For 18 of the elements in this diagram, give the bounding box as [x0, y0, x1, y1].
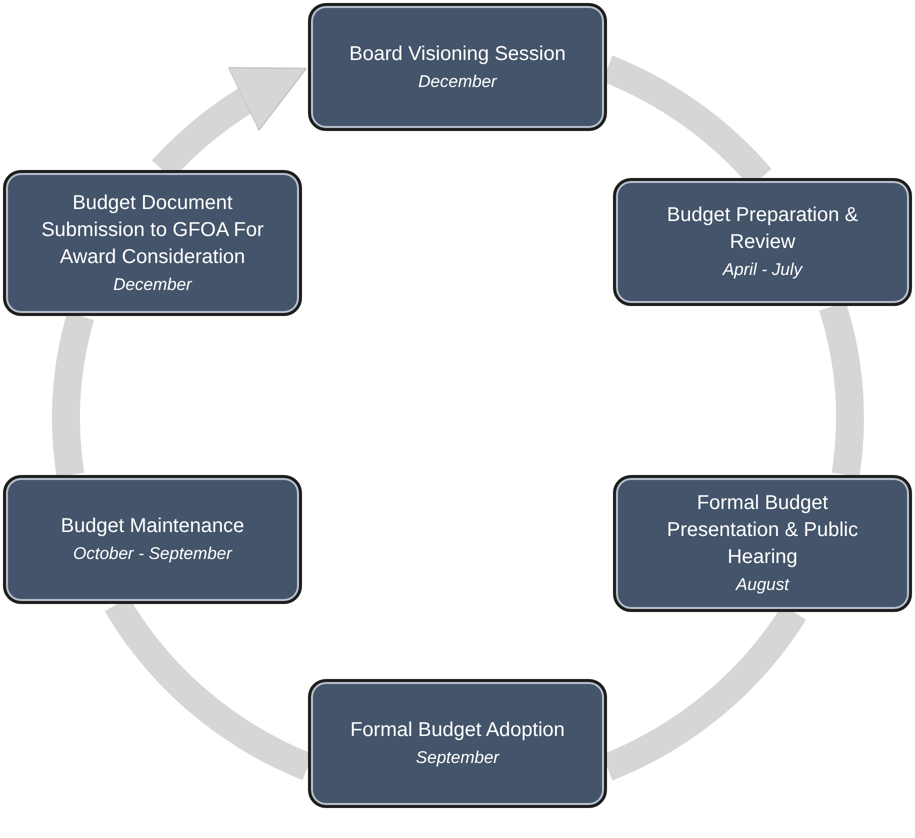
stage-title: Budget Document Submission to GFOA For Award Consideration [40, 190, 265, 270]
stage-box [3, 475, 302, 604]
stage-title: Budget Preparation & Review [666, 203, 860, 255]
stage-box [308, 3, 607, 131]
stage-period: August [736, 574, 789, 596]
stage-period: October - September [73, 543, 232, 565]
stage-period: December [418, 70, 497, 92]
stage-period: April - July [722, 259, 802, 281]
stage-title: Board Visioning Session [349, 42, 566, 66]
stage-box [308, 679, 607, 808]
stage-period: December [113, 274, 192, 296]
stage-title: Budget Maintenance [60, 514, 244, 539]
stage-box [3, 170, 302, 316]
stage-title: Formal Budget Adoption [350, 718, 565, 743]
stage-period: September [416, 747, 500, 769]
stage-box [613, 178, 912, 306]
stage-title: Formal Budget Presentation & Public Hearing [666, 491, 860, 570]
stage-box [613, 475, 912, 612]
